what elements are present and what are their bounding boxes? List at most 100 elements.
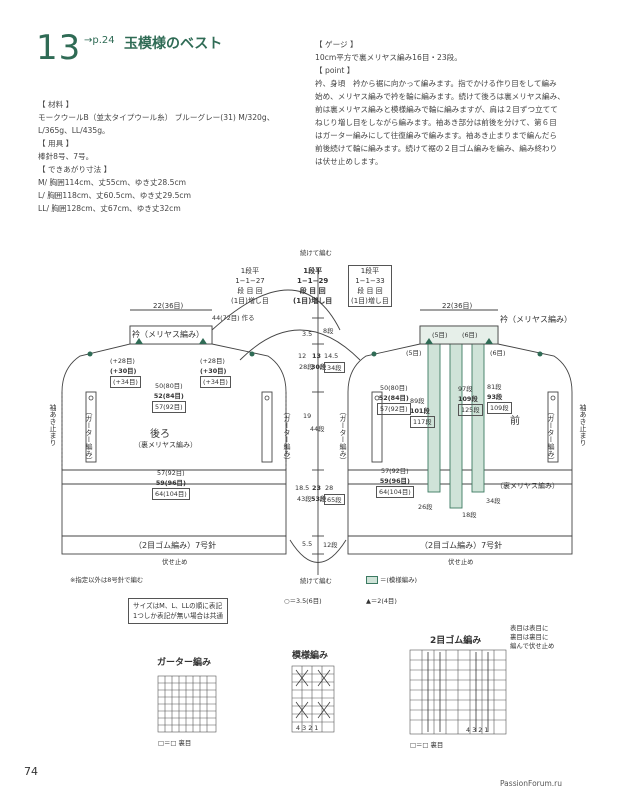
materials-yarn: モークウールB（並太タイプウール糸） ブルーグレー(31) M/320g、	[38, 113, 275, 122]
measure-rows: 12段	[323, 541, 338, 549]
materials-block: 【 材料 】 モークウールB（並太タイプウール糸） ブルーグレー(31) M/3…	[38, 98, 274, 215]
back-collar-width: 22(36目)	[153, 302, 184, 310]
continue-label-bottom: 続けて編む	[300, 577, 332, 585]
sleeve-stop-label: 袖あき止まり	[49, 404, 57, 446]
sleeve-stop-label: 袖あき止まり	[579, 404, 587, 446]
measure-rows: 34段	[324, 362, 345, 373]
front-stitch-label: （裏メリヤス編み）	[496, 482, 559, 490]
size-note: サイズはM、L、LLの順に表記 1つしか表記が無い場合は共通	[128, 598, 228, 624]
gauge-block: 【 ゲージ 】 10cm平方で裏メリヤス編み16目・23段。 【 point 】…	[315, 38, 611, 168]
size-l: L/ 胸囲118cm、丈60.5cm、ゆき丈29.5cm	[38, 191, 191, 200]
point-line: 始め、メリヤス編みで衿を輪に編みます。続けて後ろは裏メリヤス編み、	[315, 92, 565, 101]
legend-pattern: ＝(模様編み)	[366, 575, 417, 584]
back-collar-label: 衿（メリヤス編み）	[132, 330, 204, 339]
pattern-number: 13	[36, 28, 82, 68]
point-line: 衿、身頃 衿から裾に向かって編みます。指でかける作り目をして編み	[315, 79, 557, 88]
back-shoulder-left: (+28目) (+30目) (+34目)	[110, 356, 141, 388]
front-stitch-count: (5目)	[406, 349, 422, 357]
page-reference: →p.24	[84, 35, 115, 46]
tools-needles: 棒針8号、7号。	[38, 152, 94, 161]
pattern-bottom-rows: 34段	[486, 497, 501, 505]
continue-label-top: 続けて編む	[300, 249, 332, 257]
front-rib-outline	[347, 535, 573, 555]
measure-rows: 30段	[311, 363, 327, 371]
measure-cm: 5.5	[302, 540, 313, 548]
measure-cm: 28	[325, 484, 334, 492]
back-hem-width: 57(92目) 59(96目) 64(104目)	[152, 468, 190, 500]
measure-cm: 13	[312, 352, 321, 360]
pattern-bottom-rows: 26段	[418, 503, 433, 511]
pattern-rows-center: 97段 109段 125段	[458, 384, 483, 416]
garter-label: （ガーター編み）	[283, 408, 291, 464]
measure-cm: 3.5	[302, 330, 313, 338]
increase-box-m: 1段平 1−1−27 段 目 回 (1目)増し目	[231, 267, 269, 305]
front-bind-off: 伏せ止め	[448, 558, 474, 566]
pattern-title: 玉模様のベスト	[124, 36, 223, 52]
front-piece-name: 前	[510, 416, 520, 427]
increase-box-ll: 1段平 1−1−33 段 目 回 (1目)増し目	[348, 265, 392, 307]
front-upper-width: 50(80目) 52(84目) 57(92目)	[377, 384, 411, 415]
front-collar-label: 衿（メリヤス編み）	[500, 315, 572, 324]
front-stitch-count: (5目)	[432, 331, 448, 339]
rib-legend: □＝□ 裏目	[410, 741, 444, 749]
garter-chart-title: ガーター編み	[157, 658, 212, 668]
pattern-rows-right: 81段 93段 109段	[487, 382, 512, 414]
pattern-panel	[471, 339, 485, 493]
back-upper-width: 50(80目) 52(84目) 57(92目)	[152, 382, 186, 413]
measure-rows: 65段	[324, 494, 345, 505]
back-stitch-label: （裏メリヤス編み）	[134, 441, 197, 449]
front-rib-label: （2目ゴム編み）7号針	[420, 541, 503, 550]
point-line: は伏せ止めします。	[315, 157, 383, 166]
rib-note: 表目は表目に 裏目は裏目に 編んで伏せ止め	[510, 624, 555, 650]
materials-yarn-weights: L/365g、LL/435g。	[38, 126, 110, 135]
garter-legend: □＝□ 裏目	[158, 739, 192, 747]
measure-cm: 23	[312, 484, 321, 492]
front-collar-width: 22(36目)	[442, 302, 473, 310]
size-heading: 【 できあがり寸法 】	[38, 165, 112, 174]
back-rib-outline	[61, 535, 287, 555]
point-line: 前後続けて輪に編みます。続けて裾の２目ゴム編みを編み、編み終わり	[315, 144, 558, 153]
pattern-swatch-icon	[366, 576, 378, 584]
point-heading: 【 point 】	[315, 66, 355, 75]
garter-label: （ガーター編み）	[85, 408, 93, 464]
back-rib-label: （2目ゴム編み）7号針	[134, 541, 217, 550]
materials-heading: 【 材料 】	[38, 100, 74, 109]
cast-on-note: 44(72目) 作る	[212, 314, 255, 322]
gauge-text: 10cm平方で裏メリヤス編み16目・23段。	[315, 53, 462, 62]
point-line: 前は裏メリヤス編みと模様編みで輪に編みますが、肩は２目ずつ立てて	[315, 105, 558, 114]
point-line: ねじり増し目をしながら編みます。袖あき部分は前後を分けて、第６目	[315, 118, 557, 127]
gauge-heading: 【 ゲージ 】	[315, 40, 358, 49]
watermark: PassionForum.ru	[500, 779, 563, 788]
size-ll: LL/ 胸囲128cm、丈67cm、ゆき丈32cm	[38, 204, 181, 213]
front-stitch-count: (6目)	[490, 349, 506, 357]
increase-box-l: 1段平 1−1−29 段 目 回 (1目)増し目	[293, 267, 333, 305]
pattern-panel	[449, 339, 463, 509]
measure-rows: 44段	[310, 425, 325, 433]
garter-label: （ガーター編み）	[547, 408, 555, 464]
point-line: はガーター編みにして往復編みで編みます。袖あき止まりまで編んだら	[315, 131, 558, 140]
legend-triangle: ▲＝2(4目)	[366, 597, 397, 605]
garter-label: （ガーター編み）	[339, 408, 347, 464]
pattern-bottom-rows: 18段	[462, 511, 477, 519]
rib-column-numbers: 4 3 2 1	[466, 726, 489, 734]
size-m: M/ 胸囲114cm、丈55cm、ゆき丈28.5cm	[38, 178, 187, 187]
pattern-rows-left: 89段 101段 117段	[410, 396, 435, 428]
measure-rows: 43段	[297, 495, 312, 503]
legend-circle: ○＝3.5(6目)	[284, 597, 322, 605]
page-number: 74	[24, 765, 38, 778]
back-shoulder-right: (+28目) (+30目) (+34目)	[200, 356, 231, 388]
measure-cm: 12	[298, 352, 307, 360]
needle-note: ※指定以外は8号針で編む	[70, 576, 144, 584]
tools-heading: 【 用具 】	[38, 139, 74, 148]
measure-rows: 8段	[323, 327, 334, 335]
rib-chart-title: 2目ゴム編み	[430, 636, 482, 646]
measure-cm: 18.5	[295, 484, 310, 492]
measure-rows: 53段	[311, 495, 327, 503]
back-piece-name: 後ろ	[150, 429, 170, 440]
front-hem-width: 57(92目) 59(96目) 64(104目)	[376, 466, 414, 498]
measure-cm: 19	[303, 412, 312, 420]
back-bind-off: 伏せ止め	[162, 558, 188, 566]
front-stitch-count: (6目)	[462, 331, 478, 339]
measure-rows: 28段	[299, 363, 314, 371]
